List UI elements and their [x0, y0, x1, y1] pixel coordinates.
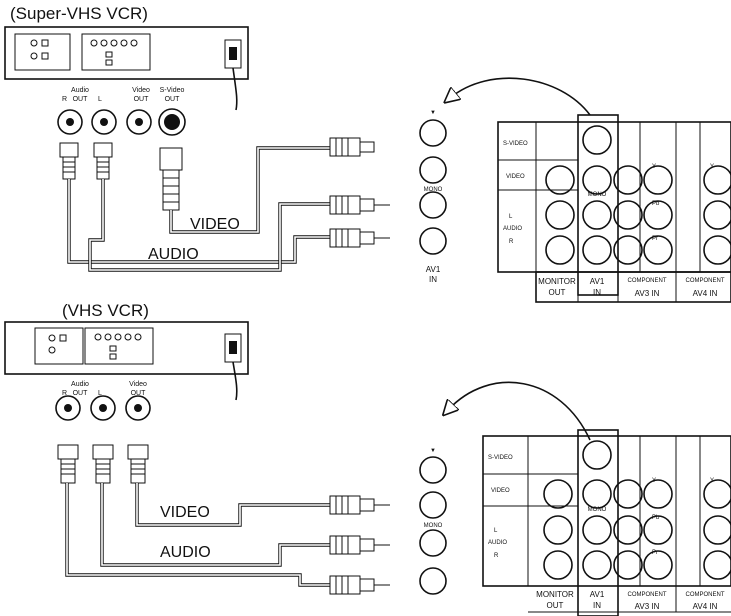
svg-text:AV4 IN: AV4 IN	[693, 602, 718, 611]
svg-text:Pb: Pb	[652, 201, 660, 207]
svhs-output-jacks	[57, 108, 186, 136]
vhs-r-label: R	[62, 390, 67, 397]
svg-text:▼: ▼	[430, 110, 436, 116]
vhs-output-jacks	[55, 395, 151, 421]
vhs-audio-out-sub-label: OUT	[73, 390, 89, 397]
vhs-video-cable-label: VIDEO	[160, 504, 210, 521]
svg-text:MONO: MONO	[424, 187, 443, 193]
vhs-cables	[65, 483, 330, 587]
svg-text:COMPONENT: COMPONENT	[628, 278, 667, 284]
video-out-sub-label: OUT	[134, 96, 150, 103]
svg-text:R: R	[494, 553, 499, 559]
svg-text:S-VIDEO: S-VIDEO	[503, 141, 528, 147]
svg-text:Y: Y	[652, 164, 656, 170]
svg-text:MONO: MONO	[588, 507, 607, 513]
svg-text:Y: Y	[710, 164, 714, 170]
vhs-video-out-label: Video	[129, 381, 147, 388]
svg-text:MONO: MONO	[424, 523, 443, 529]
vhs-audio-cable-label: AUDIO	[160, 544, 211, 561]
svhs-audio-cable-label: AUDIO	[148, 246, 199, 263]
arrow-icon	[450, 77, 591, 116]
vhs-vcr-title: (VHS VCR)	[62, 301, 149, 320]
tv-panel-top: S-VIDEO VIDEO L AUDIO R MONO Y Pb Pr Y M…	[497, 114, 731, 303]
svg-text:L: L	[509, 214, 513, 220]
svg-text:Y: Y	[652, 478, 656, 484]
vhs-audio-out-label: Audio	[71, 381, 89, 388]
svhs-video-cable-label: VIDEO	[190, 216, 240, 233]
audio-out-label: Audio	[71, 87, 89, 94]
svhs-vcr-title: (Super-VHS VCR)	[10, 4, 148, 23]
vhs-tv-plugs	[329, 495, 390, 595]
svideo-out-label: S-Video	[160, 87, 185, 94]
svg-text:COMPONENT: COMPONENT	[686, 592, 725, 598]
tv-panel-bottom: S-VIDEO VIDEO L AUDIO R MONO Y Pb Pr Y M…	[482, 429, 731, 616]
svg-text:OUT: OUT	[547, 601, 564, 610]
svg-text:S-VIDEO: S-VIDEO	[488, 455, 513, 461]
svg-text:AV1: AV1	[590, 590, 605, 599]
svg-text:AV3 IN: AV3 IN	[635, 602, 660, 611]
svg-text:IN: IN	[593, 601, 601, 610]
svg-text:AV3 IN: AV3 IN	[635, 289, 660, 298]
svhs-svideo-plug	[159, 147, 183, 211]
svg-text:MONO: MONO	[588, 192, 607, 198]
svg-text:IN: IN	[593, 288, 601, 297]
svg-text:MONITOR: MONITOR	[536, 590, 574, 599]
svg-text:COMPONENT: COMPONENT	[628, 592, 667, 598]
svg-text:AUDIO: AUDIO	[503, 226, 522, 232]
vhs-video-out-sub-label: OUT	[131, 390, 147, 397]
l-label: L	[98, 96, 102, 103]
svg-text:L: L	[494, 528, 498, 534]
svg-text:AUDIO: AUDIO	[488, 540, 507, 546]
svg-text:VIDEO: VIDEO	[491, 488, 510, 494]
vhs-vcr-unit	[4, 321, 249, 401]
r-label: R	[62, 96, 67, 103]
svg-text:Y: Y	[710, 478, 714, 484]
av1-label: AV1	[426, 265, 441, 274]
svg-text:MONITOR: MONITOR	[538, 277, 576, 286]
arrow-icon	[448, 381, 591, 441]
svg-text:R: R	[509, 239, 514, 245]
vhs-l-label: L	[98, 390, 102, 397]
svg-text:▼: ▼	[430, 448, 436, 454]
audio-out-sub-label: OUT	[73, 96, 89, 103]
svhs-tv-plugs	[329, 137, 390, 248]
svhs-av1-input-jacks: ▼ MONO	[419, 110, 447, 255]
svg-text:Pr: Pr	[652, 236, 658, 242]
svg-text:AV4 IN: AV4 IN	[693, 289, 718, 298]
av1-in-label: IN	[429, 275, 437, 284]
svhs-audio-plugs	[59, 142, 113, 180]
svhs-vcr-unit	[4, 26, 249, 111]
svg-text:COMPONENT: COMPONENT	[686, 278, 725, 284]
svg-text:Pr: Pr	[652, 550, 658, 556]
svhs-cables	[67, 146, 330, 272]
vhs-rca-plugs	[57, 444, 149, 484]
svg-text:VIDEO: VIDEO	[506, 174, 525, 180]
svideo-out-sub-label: OUT	[165, 96, 181, 103]
svg-text:Pb: Pb	[652, 515, 660, 521]
svg-text:OUT: OUT	[549, 288, 566, 297]
vhs-av1-input-jacks: ▼ MONO	[419, 448, 447, 595]
svg-text:AV1: AV1	[590, 277, 605, 286]
video-out-label: Video	[132, 87, 150, 94]
